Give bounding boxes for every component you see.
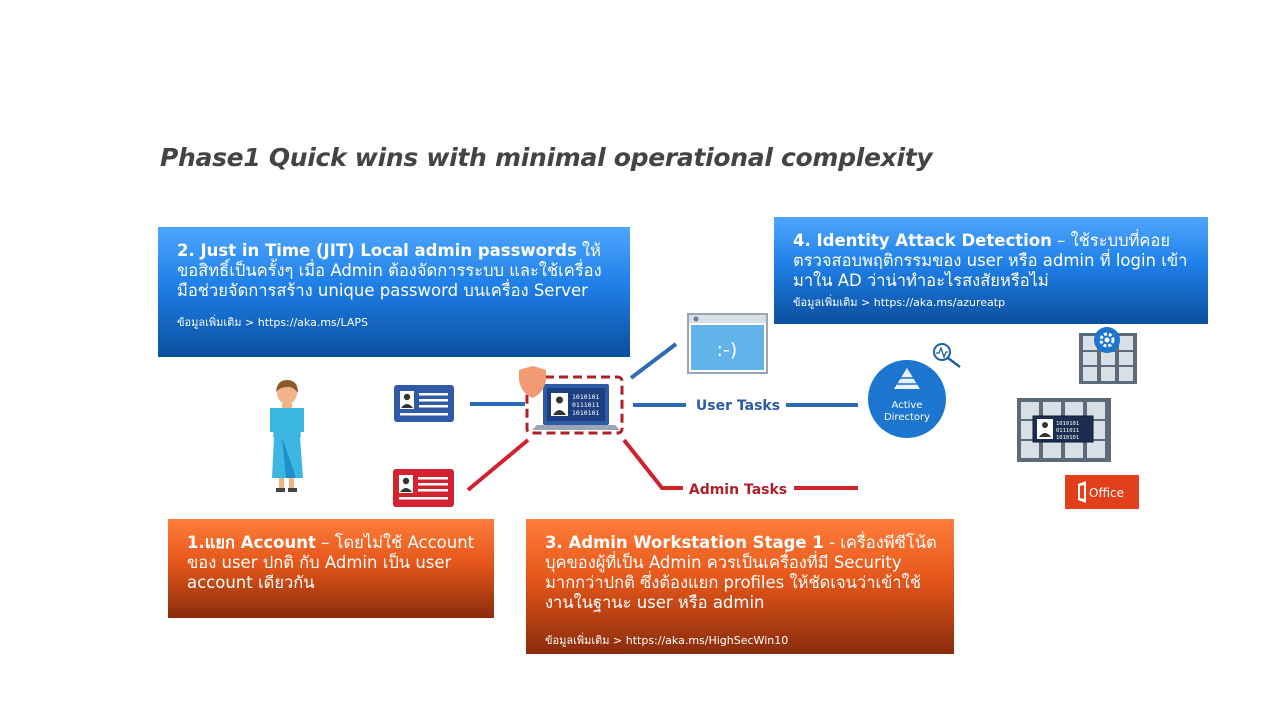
admin-tasks-line-left: [622, 438, 683, 490]
workstation-heading: 3. Admin Workstation Stage 1: [545, 533, 824, 552]
admin-laptop-icon: 1010101 0111011 1010101: [525, 375, 624, 435]
server-binary-line-2: 0111011: [1056, 428, 1079, 434]
separate-heading: 1.แยก Account: [187, 533, 316, 552]
server-rack-gear-icon: [1079, 327, 1137, 384]
office-logo: Office: [1065, 475, 1139, 509]
jit-body: ให้ขอสิทธิ์เป็นครั้งๆ เมื่อ Admin ต้องจั…: [177, 241, 602, 300]
server-binary-line-3: 1010101: [1056, 435, 1079, 441]
admin-workstation-text: 3. Admin Workstation Stage 1 - เครื่องพี…: [545, 533, 940, 613]
person-icon: [270, 380, 304, 492]
smiley-text: :-): [717, 339, 738, 361]
separate-account-box: 1.แยก Account – โดยไม่ใช้ Account ของ us…: [168, 519, 494, 618]
binary-line-2: 0111011: [572, 401, 599, 409]
jit-heading: 2. Just in Time (JIT) Local admin passwo…: [177, 241, 577, 260]
admin-card-to-laptop-line: [466, 438, 530, 492]
admin-workstation-box: 3. Admin Workstation Stage 1 - เครื่องพี…: [526, 519, 954, 654]
page-title: Phase1 Quick wins with minimal operation…: [160, 143, 933, 172]
laps-link[interactable]: ข้อมูลเพิ่มเติม > https://aka.ms/LAPS: [177, 316, 369, 329]
user-tasks-label: User Tasks: [696, 398, 780, 414]
server-rack-binary-icon: 1010101 0111011 1010101: [1017, 398, 1111, 462]
binary-line-3: 1010101: [572, 409, 599, 417]
ad-label-line1: Active: [892, 400, 923, 411]
admin-id-card-icon: [393, 469, 454, 507]
identity-body: – ใช้ระบบที่คอยตรวจสอบพฤติกรรมของ user ห…: [793, 231, 1188, 290]
workstation-body: - เครื่องพีซีโน้ตบุคของผู้ที่เป็น Admin …: [545, 533, 937, 612]
identity-attack-text: 4. Identity Attack Detection – ใช้ระบบที…: [793, 231, 1194, 291]
jit-passwords-box: 2. Just in Time (JIT) Local admin passwo…: [158, 227, 630, 357]
user-monitor-icon: :-): [687, 313, 768, 374]
office-label: Office: [1089, 486, 1124, 500]
identity-attack-box: 4. Identity Attack Detection – ใช้ระบบที…: [774, 217, 1208, 324]
separate-account-text: 1.แยก Account – โดยไม่ใช้ Account ของ us…: [187, 533, 478, 593]
shield-icon: [519, 366, 546, 398]
ad-label-line2: Directory: [884, 412, 930, 423]
jit-passwords-text: 2. Just in Time (JIT) Local admin passwo…: [177, 241, 612, 301]
binary-line-1: 1010101: [572, 393, 599, 401]
identity-heading: 4. Identity Attack Detection: [793, 231, 1052, 250]
active-directory-icon: Active Directory: [868, 360, 946, 438]
separate-body: – โดยไม่ใช้ Account ของ user ปกติ กับ Ad…: [187, 533, 475, 592]
admin-tasks-label: Admin Tasks: [689, 482, 787, 498]
laptop-to-monitor-line: [629, 342, 678, 380]
highsecwin10-link[interactable]: ข้อมูลเพิ่มเติม > https://aka.ms/HighSec…: [545, 634, 789, 647]
user-id-card-icon: [394, 385, 454, 422]
server-binary-line-1: 1010101: [1056, 421, 1079, 427]
azureatp-link[interactable]: ข้อมูลเพิ่มเติม > https://aka.ms/azureat…: [793, 296, 1006, 309]
monitoring-magnifier-icon: [933, 343, 961, 368]
